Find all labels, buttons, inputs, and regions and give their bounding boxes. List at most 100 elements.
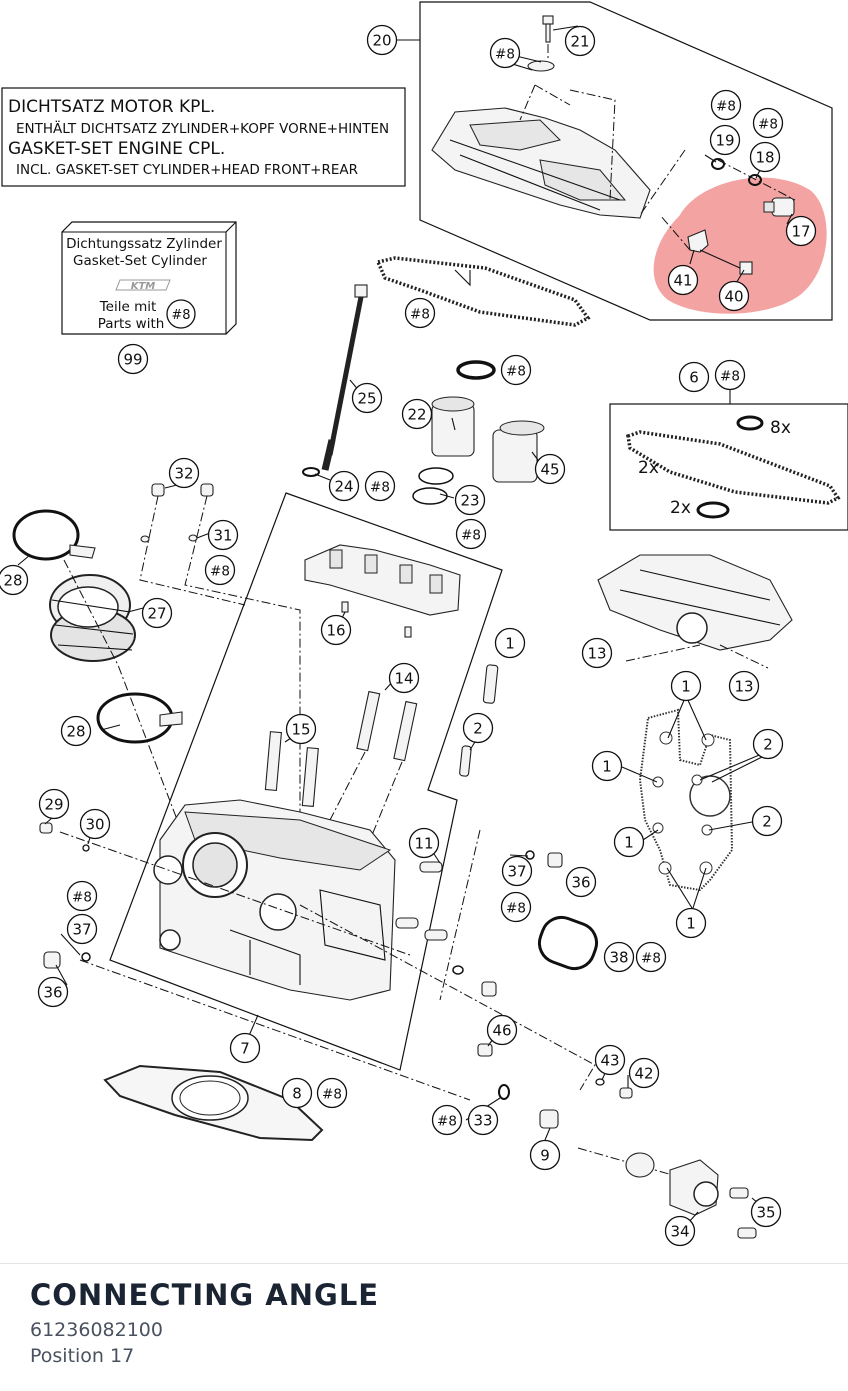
gasket-set-cylinder-kit: Dichtungssatz Zylinder Gasket-Set Cylind… [61,221,237,335]
cylinder-head-gasket [103,1064,324,1142]
callout-ref-8[interactable]: #8 [455,518,487,550]
callout-28[interactable]: 28 [60,715,92,747]
callout-ref-8[interactable]: #8 [752,107,784,139]
callout-22[interactable]: 22 [401,398,433,430]
callout-label: 1 [681,678,691,696]
callout-ref-8[interactable]: #8 [489,37,521,69]
callout-6[interactable]: 6 [678,361,710,393]
kit-line-4: Parts with [98,316,165,332]
callout-ref-8[interactable]: #8 [204,554,236,586]
callout-40[interactable]: 40 [718,280,750,312]
callout-13[interactable]: 13 [581,637,613,669]
callout-ref-8[interactable]: #8 [316,1077,348,1109]
callout-label: 33 [473,1112,492,1130]
callout-label: #8 [410,307,430,323]
callout-ref-8[interactable]: #8 [500,891,532,923]
callout-2[interactable]: 2 [462,712,494,744]
callout-label: #8 [506,901,526,917]
callout-label: 37 [507,863,526,881]
cylinder-head [59,799,596,1101]
callout-ref-8[interactable]: #8 [635,941,667,973]
callout-17[interactable]: 17 [785,215,817,247]
callout-label: 2 [473,720,483,738]
callout-32[interactable]: 32 [168,457,200,489]
callout-30[interactable]: 30 [79,808,111,840]
callout-label: 14 [394,670,413,688]
callout-label: #8 [720,369,740,385]
callout-label: 7 [240,1040,250,1058]
callout-8[interactable]: 8 [281,1077,313,1109]
part-number: 61236082100 [30,1319,163,1341]
callout-46[interactable]: 46 [486,1014,518,1046]
callout-1[interactable]: 1 [591,750,623,782]
callout-2[interactable]: 2 [752,728,784,760]
callout-33[interactable]: 33 [467,1104,499,1136]
callout-42[interactable]: 42 [628,1057,660,1089]
kit-ref-label: #8 [171,308,190,323]
callout-41[interactable]: 41 [667,264,699,296]
callout-15[interactable]: 15 [285,713,317,745]
callout-1[interactable]: 1 [613,826,645,858]
callout-43[interactable]: 43 [594,1044,626,1076]
callout-31[interactable]: 31 [207,519,239,551]
callout-34[interactable]: 34 [664,1215,696,1247]
callout-label: 25 [357,390,376,408]
callout-ref-8[interactable]: #8 [714,359,746,391]
callout-35[interactable]: 35 [750,1196,782,1228]
callout-label: 30 [85,816,104,834]
callout-27[interactable]: 27 [141,597,173,629]
callout-2[interactable]: 2 [751,805,783,837]
callout-ref-8[interactable]: #8 [710,89,742,121]
callout-14[interactable]: 14 [388,662,420,694]
callout-28[interactable]: 28 [0,564,29,596]
callout-11[interactable]: 11 [408,827,440,859]
kit-line-1: Dichtungssatz Zylinder [66,236,222,252]
callout-1[interactable]: 1 [670,670,702,702]
callout-label: 99 [123,351,142,369]
callout-label: #8 [72,890,92,906]
callout-ref-8[interactable]: #8 [500,354,532,386]
camshaft-carrier [304,544,461,638]
valve-guides [264,690,418,841]
callout-19[interactable]: 19 [709,124,741,156]
callout-ref-8[interactable]: #8 [404,297,436,329]
callout-99[interactable]: 99 [117,343,149,375]
callout-9[interactable]: 9 [529,1139,561,1171]
callout-label: 41 [673,272,692,290]
callout-37[interactable]: 37 [66,913,98,945]
callout-23[interactable]: 23 [454,484,486,516]
callout-36[interactable]: 36 [37,976,69,1008]
kit-logo-text: KTM [131,281,156,292]
callout-13[interactable]: 13 [728,670,760,702]
gasket-kit-6-box: 8x 2x 2x [609,388,848,531]
callout-label: #8 [716,99,736,115]
box-en-title: GASKET-SET ENGINE CPL. [8,139,225,159]
callout-38[interactable]: 38 [603,941,635,973]
callout-37[interactable]: 37 [501,855,533,887]
callout-label: 40 [724,288,743,306]
qty-2x-b: 2x [670,498,691,518]
callout-25[interactable]: 25 [351,382,383,414]
callout-label: 46 [492,1022,511,1040]
callout-29[interactable]: 29 [38,788,70,820]
callout-label: 28 [66,723,85,741]
callout-label: 28 [3,572,22,590]
callout-label: 17 [791,223,810,241]
callout-45[interactable]: 45 [534,453,566,485]
callout-label: #8 [210,564,230,580]
callout-1[interactable]: 1 [675,907,707,939]
callout-label: #8 [641,951,661,967]
callout-24[interactable]: 24 [328,470,360,502]
callout-ref-8[interactable]: #8 [431,1104,463,1136]
callout-18[interactable]: 18 [749,141,781,173]
gasket-set-engine-box: DICHTSATZ MOTOR KPL. ENTHÄLT DICHTSATZ Z… [1,87,406,187]
callout-ref-8[interactable]: #8 [364,470,396,502]
callout-label: 2 [762,813,772,831]
callout-21[interactable]: 21 [564,25,596,57]
callout-7[interactable]: 7 [229,1032,261,1064]
callout-1[interactable]: 1 [494,627,526,659]
callout-36[interactable]: 36 [565,866,597,898]
callout-16[interactable]: 16 [320,614,352,646]
callout-ref-8[interactable]: #8 [66,880,98,912]
callout-20[interactable]: 20 [366,24,398,56]
